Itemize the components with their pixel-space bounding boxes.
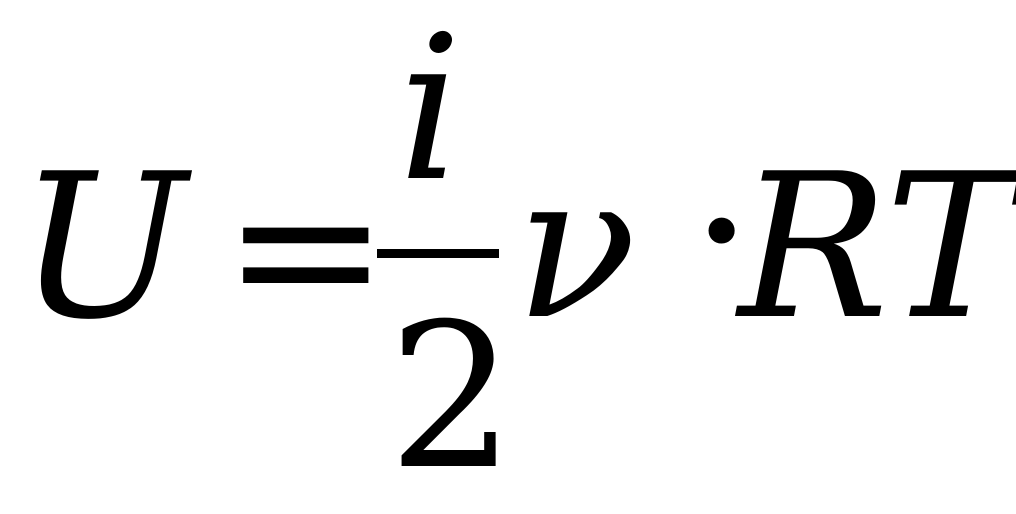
internal-energy-formula: U = i 2 ν · RT (18, 0, 1016, 498)
multiplication-dot: · (690, 115, 754, 348)
variable-nu: ν (515, 131, 637, 364)
variable-u: U (18, 131, 187, 364)
fraction-denominator-2: 2 (388, 281, 516, 514)
fraction-numerator-i: i (398, 0, 462, 226)
fraction-bar (377, 249, 499, 258)
equals-sign: = (222, 133, 390, 366)
variables-rt: RT (738, 131, 1016, 364)
